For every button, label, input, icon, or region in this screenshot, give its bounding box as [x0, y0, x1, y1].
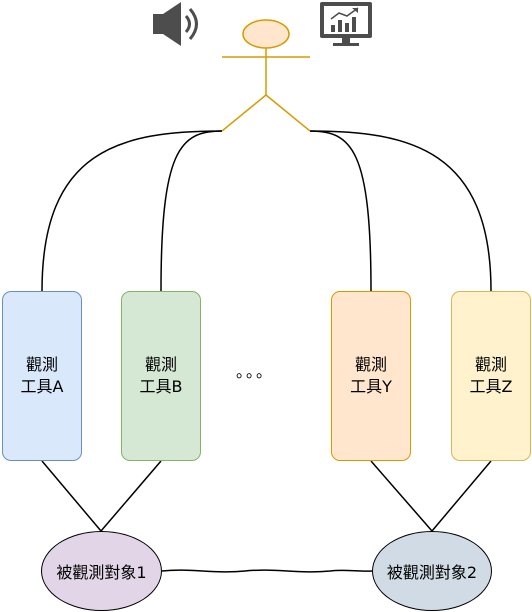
- tool-box-y-text: 觀測 工具Y: [350, 354, 392, 398]
- tool-z-line2: 工具Z: [469, 377, 513, 396]
- connector-actor-tool-b: [160, 130, 223, 292]
- actor-left-leg: [221, 94, 267, 132]
- connector-tool-b-object-1: [100, 460, 162, 532]
- monitor-trend-line: [330, 7, 359, 20]
- ellipsis-text: 。。。: [236, 362, 275, 381]
- observed-object-2-label: 被觀測對象2: [386, 563, 478, 582]
- tool-y-line1: 觀測: [354, 355, 387, 374]
- tool-a-line2: 工具A: [20, 377, 64, 396]
- tool-a-line1: 觀測: [25, 355, 58, 374]
- speaker-wave-inner: [184, 15, 191, 33]
- monitor-neck: [342, 38, 350, 43]
- actor-right-leg: [265, 94, 311, 132]
- speaker-wave-outer: [188, 8, 198, 40]
- tool-b-line2: 工具B: [139, 377, 183, 396]
- tool-y-line2: 工具Y: [350, 377, 392, 396]
- monitor-chart-icon: [320, 2, 372, 46]
- tool-box-a-text: 觀測 工具A: [21, 354, 64, 398]
- connector-tool-z-object-2: [431, 460, 492, 532]
- connector-tool-y-object-2: [370, 460, 433, 532]
- speaker-body: [153, 2, 181, 46]
- connector-actor-tool-z: [309, 130, 492, 292]
- tool-box-b-text: 觀測 工具B: [140, 354, 183, 398]
- monitor-bar-2: [338, 20, 342, 32]
- observed-object-2[interactable]: 被觀測對象2: [372, 531, 492, 611]
- tool-object-connectors: [41, 460, 492, 532]
- observed-object-1[interactable]: 被觀測對象1: [41, 531, 162, 611]
- monitor-trend-arrow: [352, 8, 358, 13]
- tool-b-line1: 觀測: [144, 355, 177, 374]
- connector-object-1-object-2: [161, 569, 373, 573]
- connector-actor-tool-y: [309, 130, 372, 292]
- monitor-bar-3: [345, 23, 349, 32]
- actor-head: [242, 19, 290, 49]
- tool-z-line1: 觀測: [474, 355, 507, 374]
- speaker-icon: [153, 2, 198, 46]
- connector-actor-tool-a: [41, 130, 223, 292]
- monitor-bar-4: [352, 17, 356, 32]
- connector-tool-a-object-1: [41, 460, 102, 532]
- person-stick-figure-icon: [221, 19, 311, 132]
- tool-box-z[interactable]: 觀測 工具Z: [451, 291, 531, 461]
- monitor-base: [333, 43, 359, 46]
- tool-box-z-text: 觀測 工具Z: [470, 354, 513, 398]
- tool-box-a[interactable]: 觀測 工具A: [2, 291, 82, 461]
- actor-tool-connectors: [41, 130, 492, 292]
- observed-object-1-label: 被觀測對象1: [56, 563, 147, 582]
- tool-box-b[interactable]: 觀測 工具B: [121, 291, 201, 461]
- monitor-bar-1: [331, 25, 335, 32]
- tool-box-y[interactable]: 觀測 工具Y: [331, 291, 411, 461]
